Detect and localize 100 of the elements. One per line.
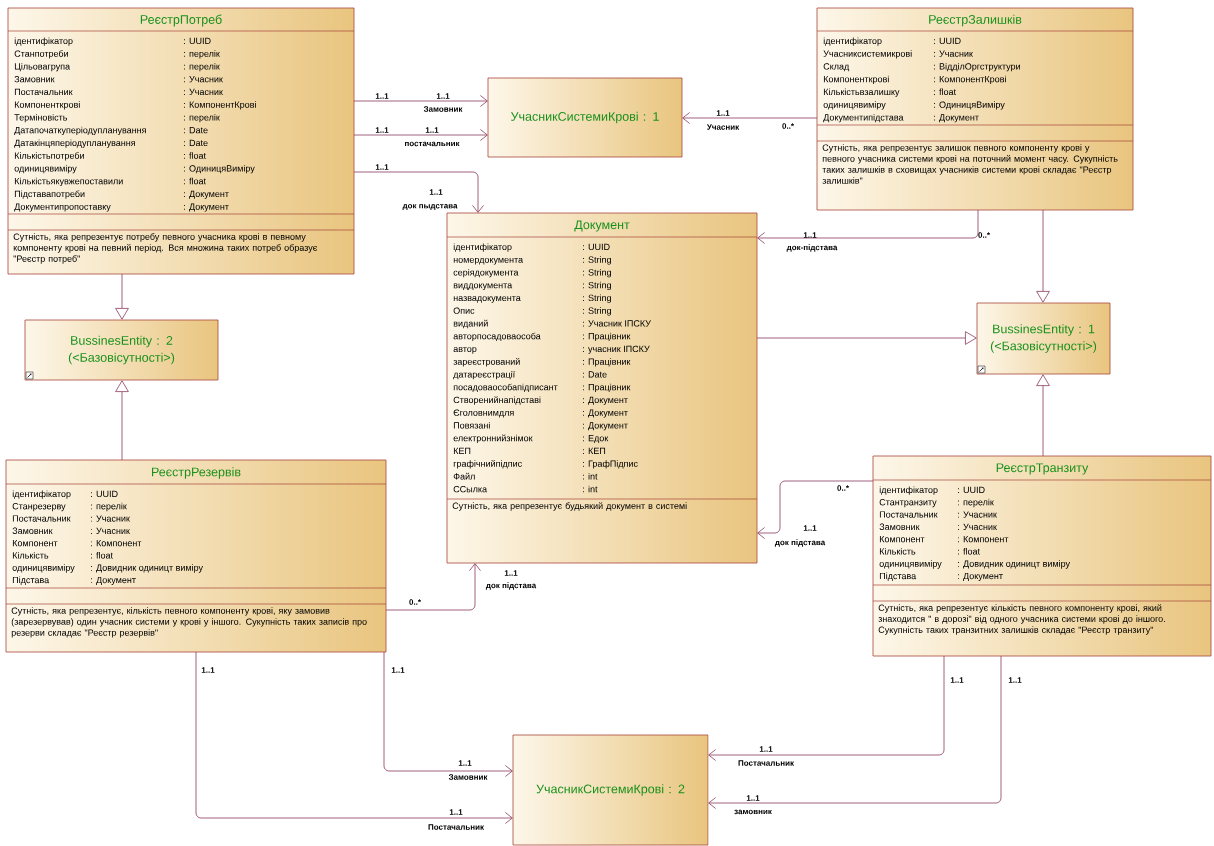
attribute-type: : Учасник [91,515,130,522]
attribute-name: Учасниксистемикрові [823,50,912,59]
attribute-type: : float [91,552,113,559]
attribute-name: Документипропоставку [14,203,111,212]
multiplicity-label: 1..1 [429,189,443,195]
attribute-type: : ОдиницяВиміру [184,165,255,174]
role-label: постачальник [403,141,461,147]
attribute-name: датареєстрації [453,371,516,380]
attribute-name: назвадокумента [453,296,521,303]
attribute-name: Постачальник [12,515,71,522]
multiplicity-label: 1..1 [950,677,964,683]
attribute-name: одиницявиміру [823,101,886,110]
attribute-type: : Компонент [91,540,142,547]
generalization-arrow [1036,374,1050,457]
attribute-name: ССылка [453,485,488,493]
attribute-name: Склад [823,63,850,72]
multiplicity-label: 1..1 [716,110,730,116]
attribute-name: одиницявиміру [12,564,75,573]
role-label: Замовник [423,105,463,113]
generalization-arrow [115,380,129,461]
generalization-arrow [756,331,977,345]
attribute-name: Стантранзиту [879,499,937,508]
multiplicity-label: 1..1 [759,746,773,752]
attribute-name: Кількість [879,548,916,555]
multiplicity-label: 1..1 [425,127,439,133]
association-arrow [708,655,1002,809]
association-arrow [353,95,488,107]
attribute-type: : Date [583,371,607,378]
attribute-type: : String [583,294,611,303]
attribute-name: Станпотреби [14,50,68,59]
attribute-name: Файл [453,472,475,480]
attribute-name: ідентифікатор [14,37,73,46]
attribute-name: Датапочаткуперіодупланування [14,126,146,136]
attribute-type: : float [958,548,980,555]
attribute-name: виданий [453,319,488,329]
role-label: док пыдстава [402,203,458,211]
attribute-type: : Довидник одиницт виміру [91,564,203,573]
class-box [872,455,1212,657]
attribute-name: Терміновість [14,114,68,123]
attribute-type: : Документ [91,576,136,585]
class-name: УчасникСистемиКрові : 2 [536,784,685,796]
class-box [446,212,758,564]
attribute-type: : float [184,152,206,159]
attribute-type: : Учасник [184,88,223,96]
class-name: УчасникСистемиКрові : 1 [510,111,659,124]
attribute-type: : Учасник [91,527,130,534]
attribute-name: Підставапотреби [14,190,85,199]
attribute-name: ідентифікатор [879,486,938,495]
attribute-type: : Учасник [184,76,223,83]
attribute-type: : перелік [184,114,220,123]
association-arrow [385,563,481,611]
multiplicity-label: 0..* [837,485,849,491]
multiplicity-label: 1..1 [1008,677,1022,683]
attribute-name: Кількістьякувжепоставили [14,177,123,187]
attribute-name: серіядокумента [453,269,519,278]
attribute-type: : ВідділОргструктури [934,63,1020,72]
attribute-type: : UUID [91,490,118,498]
attribute-type: : UUID [958,486,985,494]
attribute-name: Компоненткрові [14,101,80,110]
role-label: замовник [733,809,773,815]
class-name: РеєстрРезервів [152,467,241,479]
multiplicity-label: 1..1 [391,667,405,673]
association-arrow [757,480,874,539]
association-arrow [383,651,513,777]
class-box [5,459,387,653]
multiplicity-label: 0..* [782,123,794,129]
multiplicity-label: 1..1 [436,93,450,99]
association-arrow [682,112,818,124]
attribute-type: : Документ [934,114,979,123]
class-box [487,77,683,158]
association-arrow [353,171,484,213]
class-box [816,7,1134,211]
attribute-type: : Працівник [583,332,631,342]
class-name: Документ [574,220,630,232]
role-label: Учасник [706,123,740,131]
attribute-name: Єголовнимдля [453,409,514,418]
class-name: BussinesEntity : 1 (<Базовісутності>) [990,324,1097,353]
attribute-type: : String [583,256,611,265]
class-description: Сутність, яка репрезентує кількість певного компоненту крові, який знаходится " в дорозі" від одного учасника системи крові до іншого. Сукупність таких транзитних залишків складає "Реєстр транзиту" [878,604,1165,635]
attribute-name: Документипідстава [823,114,904,123]
attribute-name: виддокумента [453,283,513,291]
attribute-name: ідентифікатор [12,490,71,499]
generalization-arrow [1036,209,1050,303]
multiplicity-label: 1..1 [375,127,389,133]
class-box [24,319,219,381]
multiplicity-label: 0..* [978,232,990,238]
attribute-type: : Документ [958,572,1003,581]
attribute-name: Цільовагрупа [14,63,71,72]
attribute-type: : перелік [184,50,220,59]
multiplicity-label: 0..* [409,599,421,605]
attribute-type: : КЕП [583,447,606,454]
role-label: Замовник [448,773,488,781]
attribute-name: автор [453,347,477,354]
attribute-name: Постачальник [14,88,73,96]
role-label: Постачальник [737,759,795,767]
attribute-type: : Компонент [958,536,1009,543]
class-box [7,7,355,275]
multiplicity-label: 1..1 [449,809,463,815]
attribute-type: : Date [184,139,208,147]
attribute-type: : float [184,177,206,185]
